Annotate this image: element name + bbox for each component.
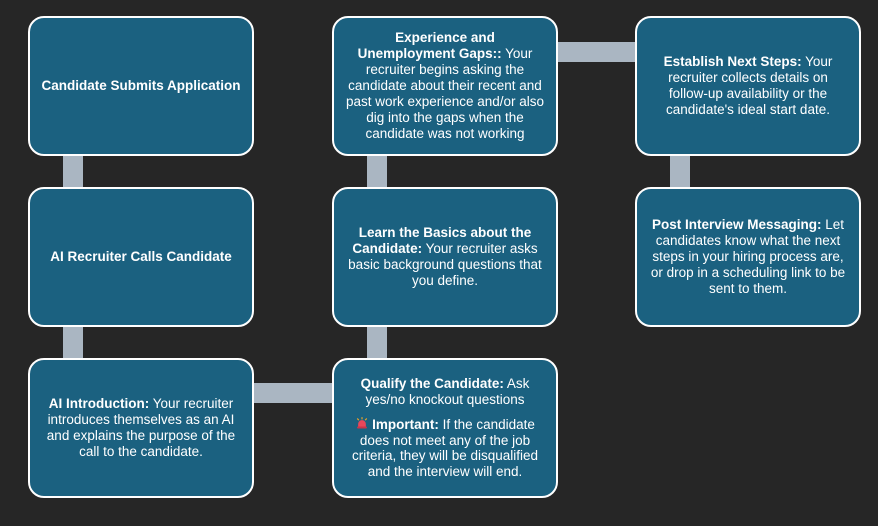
node-body: Ask yes/no knockout questions [365,375,530,407]
node-text: Establish Next Steps: Your recruiter col… [648,54,848,118]
flow-node-experience-and-unemployment-gaps: Experience and Unemployment Gaps:: Your … [332,16,558,156]
flow-node-candidate-submits-application: Candidate Submits Application [28,16,254,156]
note-body: If the candidate does not meet any of th… [351,416,539,480]
flow-node-ai-recruiter-calls-candidate: AI Recruiter Calls Candidate [28,187,254,327]
node-text: Learn the Basics about the Candidate: Yo… [345,225,545,289]
connector-call-to-introduction [63,321,83,365]
node-title: Qualify the Candidate: [360,375,504,391]
node-body: Your recruiter asks basic background que… [348,241,542,288]
node-body: Your recruiter begins asking the candida… [345,46,545,141]
node-text: AI Introduction: Your recruiter introduc… [41,396,241,460]
node-text: Candidate Submits Application [41,78,240,94]
node-text: Qualify the Candidate: Ask yes/no knocko… [345,376,545,408]
connector-introduction-to-qualify [247,383,339,403]
connector-basics-to-gaps [367,150,387,194]
node-title: Experience and Unemployment Gaps:: [357,30,502,62]
flow-node-post-interview-messaging: Post Interview Messaging: Let candidates… [635,187,861,327]
siren-icon [357,416,368,429]
node-body: Your recruiter collects details on follo… [666,54,833,117]
note-title: Important: [372,416,439,432]
node-note: Important: If the candidate does not mee… [345,417,545,481]
connector-gaps-to-next-steps [551,42,643,62]
flow-node-establish-next-steps: Establish Next Steps: Your recruiter col… [635,16,861,156]
flow-node-learn-the-basics: Learn the Basics about the Candidate: Yo… [332,187,558,327]
node-title: Learn the Basics about the Candidate: [352,225,532,257]
connector-next-steps-to-messaging [670,150,690,194]
node-text: AI Recruiter Calls Candidate [50,249,232,265]
node-title: Candidate Submits Application [41,78,241,94]
node-title: AI Introduction: [48,396,150,412]
flow-node-qualify-the-candidate: Qualify the Candidate: Ask yes/no knocko… [332,358,558,498]
connector-submit-to-call [63,150,83,194]
connector-qualify-to-basics [367,321,387,365]
node-body: Let candidates know what the next steps … [650,217,846,296]
node-text: Experience and Unemployment Gaps:: Your … [345,30,545,141]
node-title: AI Recruiter Calls Candidate [50,249,232,265]
flow-node-ai-introduction: AI Introduction: Your recruiter introduc… [28,358,254,498]
node-title: Post Interview Messaging: [651,217,822,233]
node-title: Establish Next Steps: [663,54,802,70]
node-text: Post Interview Messaging: Let candidates… [648,217,848,297]
node-body: Your recruiter introduces themselves as … [46,396,236,459]
